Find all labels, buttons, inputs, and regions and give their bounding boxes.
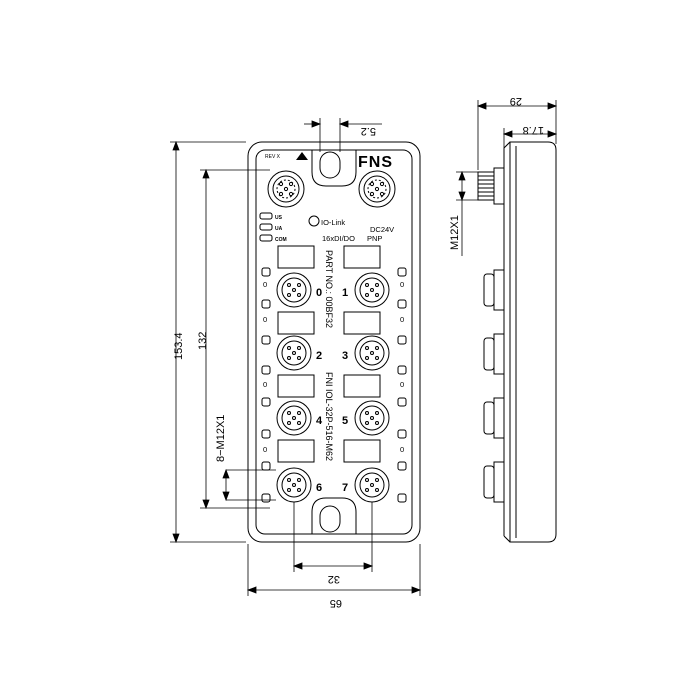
bottom-mount-tab (311, 497, 357, 534)
dim-total-width: 65 (330, 597, 342, 609)
module-body-outer (247, 141, 421, 543)
led-marks: 0 0 0 0 0 0 0 0 (263, 280, 404, 454)
dc-label: DC24V (370, 225, 394, 234)
power-connector-in (267, 170, 305, 208)
front-view (247, 141, 421, 543)
dim-thread-side: M12X1 (449, 215, 461, 250)
port-connector-2 (276, 335, 312, 371)
port-number-6: 6 (316, 482, 322, 494)
port-number-2: 2 (316, 350, 322, 362)
led-mark: 0 (400, 315, 404, 324)
top-mount-hole (319, 151, 341, 179)
label-window-7 (343, 439, 381, 463)
label-window-1 (343, 245, 381, 269)
led-mark: 0 (400, 445, 404, 454)
led-com (259, 234, 273, 242)
pnp-label: PNP (367, 234, 382, 243)
side-body (509, 141, 557, 543)
rev-label: REV X (265, 154, 281, 160)
dim-port-pitch: 132 (197, 332, 209, 350)
power-connector-out (358, 170, 396, 208)
led-label-us: US (275, 215, 283, 221)
brand-name: FNS (358, 154, 393, 171)
dim-total-height: 153.4 (173, 332, 185, 360)
label-window-0 (277, 245, 315, 269)
port-connector-1 (354, 272, 390, 308)
port-number-1: 1 (342, 287, 348, 299)
dim-port-spacing: 32 (328, 573, 340, 585)
label-window-5 (343, 374, 381, 398)
label-window-4 (277, 374, 315, 398)
io-config-label: 16xDI/DO (322, 234, 355, 243)
top-mount-tab (311, 150, 357, 187)
port-number-0: 0 (316, 287, 322, 299)
side-port-1 (483, 269, 505, 311)
led-mark: 0 (400, 280, 404, 289)
port-connector-5 (354, 400, 390, 436)
side-dimensions (456, 100, 558, 256)
port-connector-6 (276, 467, 312, 503)
led-us (259, 212, 273, 220)
part-number-label: PART NO.: 00BF32 (324, 250, 334, 328)
iolink-logo-icon (308, 215, 320, 227)
port-number-4: 4 (316, 415, 323, 427)
dim-base-depth: 17.8 (523, 124, 544, 136)
led-mark: 0 (263, 445, 267, 454)
led-ua (259, 223, 273, 231)
led-mark: 0 (400, 380, 404, 389)
side-connector-top (477, 167, 505, 205)
led-label-com: COM (275, 237, 287, 243)
brand-logo-icon (296, 152, 308, 160)
dim-mount-hole: 5.2 (361, 125, 376, 137)
led-mark: 0 (263, 380, 267, 389)
label-window-6 (277, 439, 315, 463)
side-port-2 (483, 333, 505, 375)
port-leds-left (261, 267, 271, 503)
port-connector-4 (276, 400, 312, 436)
dim-thread-ports: 8−M12X1 (215, 415, 227, 462)
led-mark: 0 (263, 280, 267, 289)
port-number-7: 7 (342, 482, 348, 494)
side-view (477, 141, 557, 543)
module-body-inner (255, 149, 413, 535)
port-leds-right (397, 267, 407, 503)
led-mark: 0 (263, 315, 267, 324)
dim-total-depth: 29 (510, 95, 522, 107)
front-dimensions (170, 118, 422, 596)
iolink-label: IO-Link (321, 218, 345, 227)
model-label: FNI IOL-32P-516-M62 (324, 372, 334, 461)
port-number-3: 3 (342, 350, 348, 362)
bottom-mount-hole (319, 505, 341, 533)
port-number-5: 5 (342, 415, 348, 427)
label-window-3 (343, 311, 381, 335)
side-port-4 (483, 461, 505, 503)
side-port-3 (483, 397, 505, 439)
led-label-ua: UA (275, 226, 283, 232)
port-connector-0 (276, 272, 312, 308)
port-connector-7 (354, 467, 390, 503)
port-connector-3 (354, 335, 390, 371)
label-window-2 (277, 311, 315, 335)
